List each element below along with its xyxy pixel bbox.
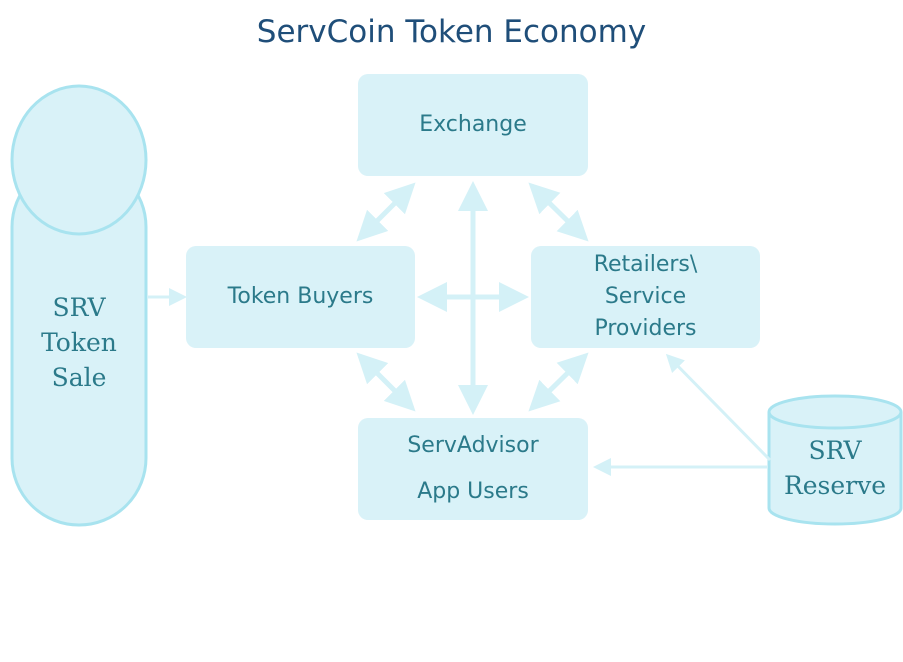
arrow-buyers-users: [356, 352, 416, 412]
servadvisor-node: ServAdvisor App Users: [358, 418, 588, 520]
retailers-label-line-3: Providers: [594, 316, 697, 341]
srv-token-sale-label: SRV Token Sale: [12, 290, 146, 395]
token-buyers-label: Token Buyers: [227, 284, 374, 309]
srv-token-sale-line-1: SRV: [52, 293, 106, 322]
exchange-node: Exchange: [358, 74, 588, 176]
arrow-exchange-retailers: [528, 182, 589, 242]
srv-token-sale-cylinder: [10, 84, 148, 527]
servadvisor-label-line-1: ServAdvisor: [407, 433, 539, 458]
retailers-node: Retailers\ Service Providers: [531, 246, 760, 348]
arrow-buyers-exchange: [356, 182, 416, 242]
diagram-title: ServCoin Token Economy: [256, 14, 647, 50]
arrow-retailers-users: [528, 352, 589, 412]
retailers-label-line-2: Service: [604, 284, 687, 309]
exchange-label: Exchange: [419, 112, 527, 137]
servadvisor-label-line-2: App Users: [417, 479, 529, 504]
srv-token-sale-line-2: Token: [41, 328, 117, 357]
retailers-label-line-1: Retailers\: [593, 252, 698, 277]
arrow-reserve-to-retailers: [665, 353, 772, 462]
srv-token-sale-line-3: Sale: [51, 363, 107, 392]
srv-reserve-cylinder: [767, 394, 903, 526]
srv-reserve-label: SRV Reserve: [769, 433, 901, 503]
srv-reserve-line-1: SRV: [808, 436, 862, 465]
token-buyers-node: Token Buyers: [186, 246, 415, 348]
srv-reserve-line-2: Reserve: [783, 471, 887, 500]
